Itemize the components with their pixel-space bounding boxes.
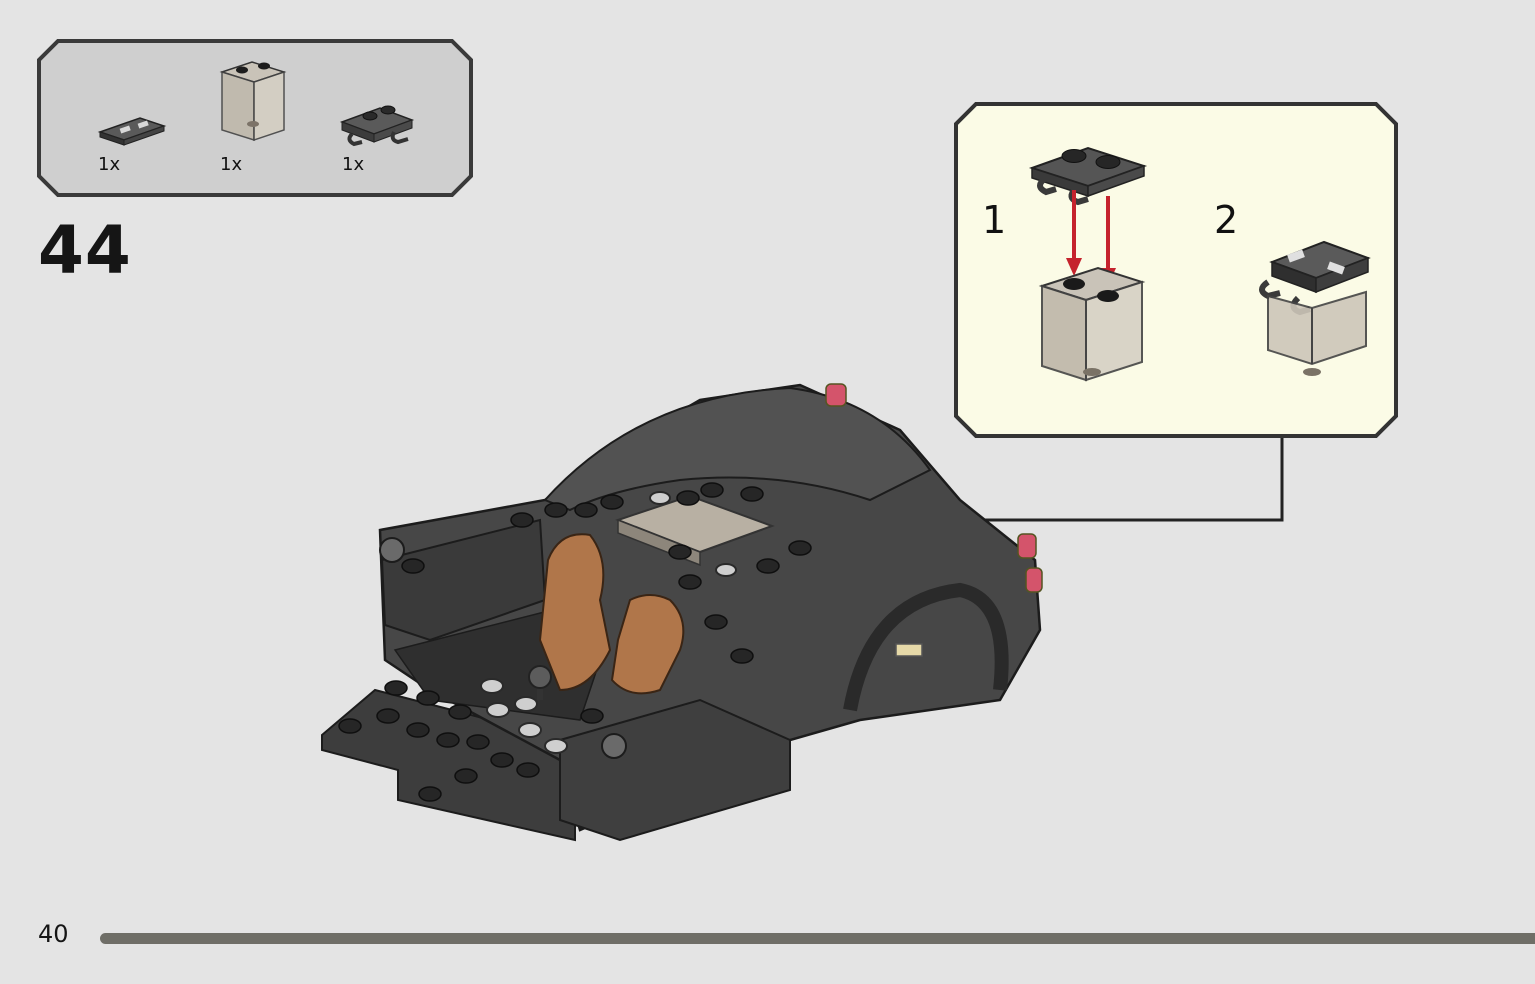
assembly-arrow-red-1 — [1066, 190, 1082, 276]
part-qty-3: 1x — [342, 154, 365, 175]
page-number: 40 — [38, 920, 69, 948]
tile-1x2-grille-icon — [97, 117, 167, 146]
callout-step-1-panel — [1038, 266, 1146, 382]
plate-1x2-clips-icon — [339, 105, 415, 147]
part-qty-2: 1x — [220, 154, 243, 175]
subassembly-step-2-label: 2 — [1214, 198, 1239, 242]
car-model — [321, 383, 1043, 842]
progress-bar — [100, 933, 1535, 944]
step-number: 44 — [38, 212, 132, 289]
part-qty-1: 1x — [98, 154, 121, 175]
callout-step-1-plate — [1028, 146, 1148, 206]
callout-step-2-assembled — [1259, 240, 1371, 376]
subassembly-step-1-label: 1 — [982, 198, 1007, 242]
transparent-panel-1x2x2-icon — [219, 61, 287, 142]
